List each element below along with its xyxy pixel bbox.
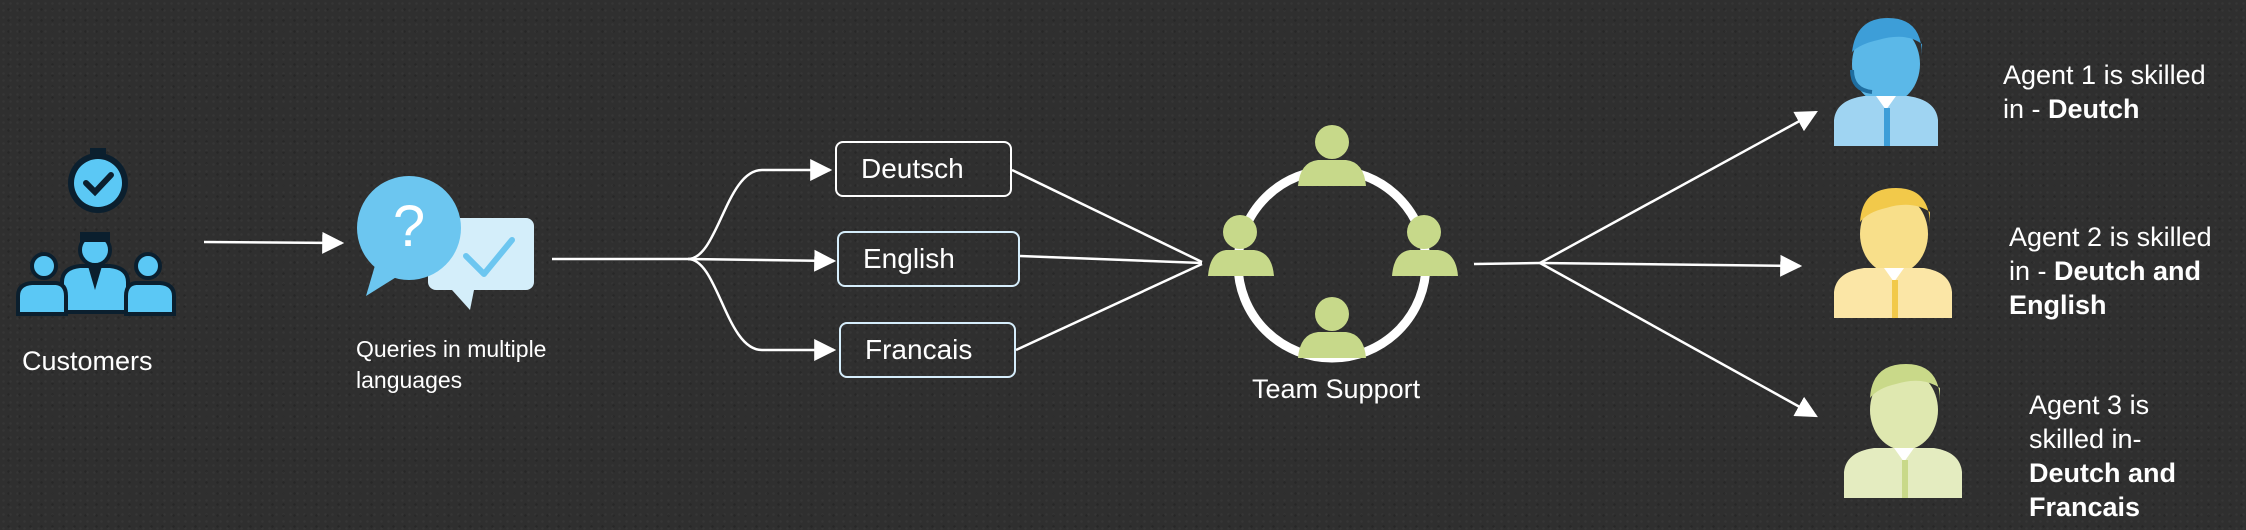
agent-3-line2: skilled in- bbox=[2029, 424, 2142, 454]
agent-3-line3: Deutch and bbox=[2029, 456, 2176, 490]
customers-icon bbox=[16, 148, 176, 316]
agent-2-icon bbox=[1834, 188, 1952, 318]
agent-2-line2: in - Deutch and bbox=[2009, 254, 2212, 288]
customers-label: Customers bbox=[22, 346, 153, 376]
queries-label-line2: languages bbox=[356, 367, 463, 393]
agent-3-line4: Francais bbox=[2029, 490, 2176, 524]
agent-3-icon bbox=[1844, 364, 1962, 498]
team-to-agent-arrows bbox=[1473, 110, 1818, 418]
svg-text:?: ? bbox=[393, 194, 425, 259]
language-label: Francais bbox=[865, 334, 973, 365]
agent-2-line1: Agent 2 is skilled bbox=[2009, 222, 2212, 252]
agent-3-description: Agent 3 is skilled in- Deutch and Franca… bbox=[2029, 388, 2176, 524]
language-box-deutsch: Deutsch bbox=[835, 141, 1012, 197]
queries-label-line1: Queries in multiple bbox=[356, 336, 547, 362]
agent-2-description: Agent 2 is skilled in - Deutch and Engli… bbox=[2009, 220, 2212, 322]
agent-2-skill-line1: Deutch and bbox=[2054, 256, 2202, 286]
team-support-icon bbox=[1208, 125, 1458, 363]
agent-1-line2: in - Deutch bbox=[2003, 92, 2206, 126]
language-branches bbox=[552, 159, 837, 361]
agent-2-skill-line2: English bbox=[2009, 290, 2107, 320]
agent-1-prefix: in - bbox=[2003, 94, 2049, 124]
queries-label: Queries in multiple languages bbox=[356, 334, 546, 396]
agent-2-line3: English bbox=[2009, 288, 2212, 322]
agent-3-line1: Agent 3 is bbox=[2029, 390, 2150, 420]
language-label: Deutsch bbox=[861, 153, 964, 184]
language-label: English bbox=[863, 243, 955, 274]
team-support-label: Team Support bbox=[1252, 374, 1421, 404]
agent-3-skill-line2: Francais bbox=[2029, 492, 2141, 522]
language-to-team-lines bbox=[1011, 168, 1203, 352]
agent-2-prefix: in - bbox=[2009, 256, 2055, 286]
agent-1-skill: Deutch bbox=[2048, 94, 2140, 124]
agent-3-skill-line1: Deutch and bbox=[2029, 458, 2177, 488]
language-box-francais: Francais bbox=[839, 322, 1016, 378]
arrow-customers-to-queries bbox=[203, 231, 345, 254]
agent-1-description: Agent 1 is skilled in - Deutch bbox=[2003, 58, 2206, 126]
language-box-english: English bbox=[837, 231, 1020, 287]
agent-1-line1: Agent 1 is skilled bbox=[2003, 60, 2206, 90]
agent-1-icon bbox=[1834, 18, 1938, 146]
queries-icon: ? bbox=[357, 176, 534, 310]
